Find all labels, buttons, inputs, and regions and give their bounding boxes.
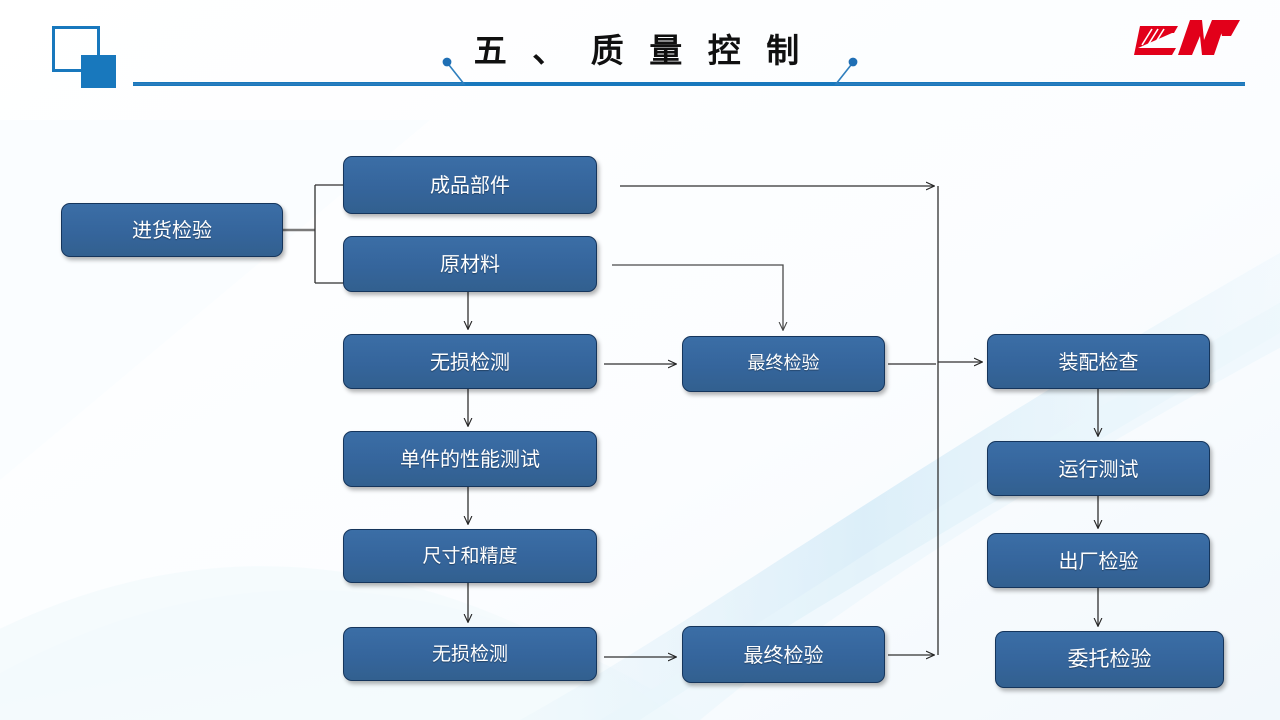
- flow-node-label: 成品部件: [430, 173, 510, 197]
- decorative-square-logo-icon: [52, 26, 116, 88]
- flow-node-label: 尺寸和精度: [422, 544, 518, 567]
- logo-filled-square: [81, 55, 116, 88]
- flow-node-entrust-insp[interactable]: 委托检验: [995, 631, 1224, 688]
- flow-node-ndt-lower[interactable]: 无损检测: [343, 627, 597, 681]
- flow-node-label: 原材料: [440, 252, 500, 276]
- flow-node-label: 运行测试: [1058, 456, 1139, 481]
- flow-node-ndt-upper[interactable]: 无损检测: [343, 334, 597, 389]
- flow-node-dimension[interactable]: 尺寸和精度: [343, 529, 597, 583]
- flow-node-label: 无损检测: [430, 349, 510, 374]
- accent-dot-right: [848, 57, 858, 67]
- logo-outline-square: [52, 26, 100, 72]
- flow-node-run-test[interactable]: 运行测试: [987, 441, 1210, 496]
- flow-node-finished-parts[interactable]: 成品部件: [343, 156, 597, 214]
- header-divider: [133, 57, 1245, 86]
- flow-node-label: 出厂检验: [1058, 548, 1139, 573]
- background-arc-2: [0, 566, 680, 720]
- flow-node-label: 装配检查: [1058, 349, 1139, 374]
- edge-raw-material-to-final-inspection-1: [612, 264, 783, 330]
- flow-node-label: 无损检测: [431, 642, 508, 665]
- flow-node-label: 最终检验: [747, 353, 820, 375]
- flow-node-factory-insp[interactable]: 出厂检验: [987, 533, 1210, 588]
- flow-node-label: 单件的性能测试: [400, 447, 540, 471]
- flow-node-final-insp-2[interactable]: 最终检验: [682, 626, 885, 683]
- flow-node-label: 进货检验: [132, 218, 212, 242]
- flow-node-label: 最终检验: [743, 642, 824, 667]
- flow-node-perf-test[interactable]: 单件的性能测试: [343, 431, 597, 487]
- flow-node-raw-material[interactable]: 原材料: [343, 236, 597, 292]
- flow-node-final-insp-1[interactable]: 最终检验: [682, 336, 885, 392]
- accent-dot-left: [442, 57, 452, 67]
- flow-node-incoming[interactable]: 进货检验: [61, 203, 283, 257]
- zn-company-logo: [1134, 20, 1240, 55]
- flow-node-label: 委托检验: [1067, 646, 1152, 671]
- background-swoosh-2: [600, 302, 1280, 720]
- slide-header: 五 、 质 量 控 制: [0, 0, 1280, 110]
- flow-node-assembly-check[interactable]: 装配检查: [987, 334, 1210, 389]
- page-title: 五 、 质 量 控 制: [473, 31, 807, 70]
